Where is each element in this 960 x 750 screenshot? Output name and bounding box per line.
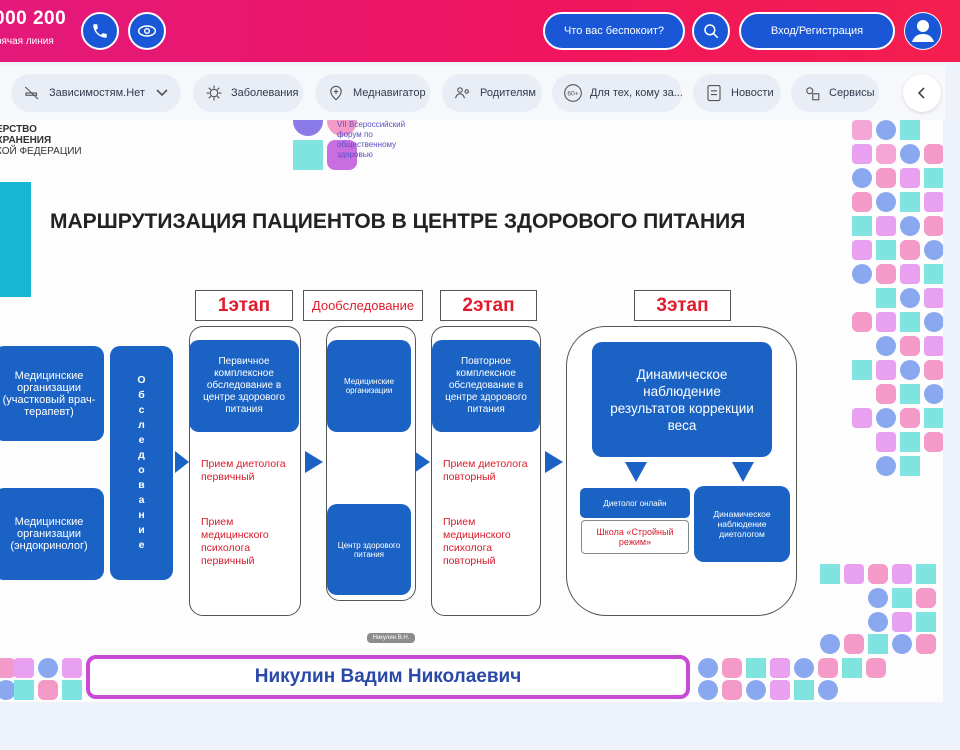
arrow-right-4 bbox=[545, 451, 563, 473]
symptom-checker-button[interactable]: Что вас беспокоит? bbox=[543, 12, 685, 50]
category-nav: Зависимостям.Нет Заболевания Меднавигато… bbox=[0, 66, 945, 120]
nav-news[interactable]: Новости bbox=[693, 74, 781, 112]
nav-diseases[interactable]: Заболевания bbox=[193, 74, 303, 112]
map-pin-icon bbox=[325, 82, 347, 104]
school-box: Школа «Стройный режим» bbox=[581, 520, 689, 554]
chevron-down-icon bbox=[156, 89, 168, 97]
nav-mednavigator[interactable]: Меднавигатор bbox=[315, 74, 430, 112]
ministry-logo-text: ЕРСТВО ХРАНЕНИЯ КОЙ ФЕДЕРАЦИИ bbox=[0, 124, 82, 157]
no-smoking-icon bbox=[21, 82, 43, 104]
nav-label: Новости bbox=[731, 87, 774, 99]
nav-seniors[interactable]: 60+ Для тех, кому за... bbox=[552, 74, 682, 112]
stage-3-main-box: Динамическое наблюдение результатов корр… bbox=[592, 342, 772, 457]
extra-exam-org-box: Медицинские организации bbox=[327, 340, 411, 432]
stage-2-label: 2этап bbox=[440, 290, 537, 321]
arrow-down-2 bbox=[732, 462, 754, 482]
login-button[interactable]: Вход/Регистрация bbox=[739, 12, 895, 50]
nav-scroll-left-button[interactable] bbox=[903, 74, 941, 112]
arrow-down-1 bbox=[625, 462, 647, 482]
stage-2-exam-box: Повторное комплексное обследование в цен… bbox=[432, 340, 540, 432]
user-icon bbox=[905, 13, 941, 49]
stage-1-exam-box: Первичное комплексное обследование в цен… bbox=[189, 340, 299, 432]
search-button[interactable] bbox=[692, 12, 730, 50]
slide-title: МАРШРУТИЗАЦИЯ ПАЦИЕНТОВ В ЦЕНТРЕ ЗДОРОВО… bbox=[50, 210, 746, 233]
svg-text:60+: 60+ bbox=[567, 91, 578, 98]
stage-1-psychologist: Прием медицинского психолога первичный bbox=[201, 516, 269, 567]
dynamic-observation-box: Динамическое наблюдение диетологом bbox=[694, 486, 790, 562]
arrow-right-1 bbox=[175, 451, 189, 473]
stage-3-label: 3этап bbox=[634, 290, 731, 321]
nav-label: Зависимостям.Нет bbox=[49, 87, 145, 99]
hotline-phone[interactable]: 000 200 bbox=[0, 8, 67, 29]
title-accent-bar bbox=[0, 182, 31, 297]
services-icon bbox=[801, 82, 823, 104]
top-header: 000 200 рячая линия Что вас беспокоит? В… bbox=[0, 0, 960, 62]
nav-parents[interactable]: Родителям bbox=[442, 74, 542, 112]
60-plus-icon: 60+ bbox=[562, 82, 584, 104]
extra-exam-center-box: Центр здорового питания bbox=[327, 504, 411, 595]
speaker-name-banner: Никулин Вадим Николаевич bbox=[86, 655, 690, 699]
forum-title: VII Всероссийский форум по общественному… bbox=[337, 120, 406, 159]
eye-icon bbox=[137, 25, 157, 37]
news-icon bbox=[703, 82, 725, 104]
arrow-right-3 bbox=[414, 451, 430, 473]
org-therapist-box: Медицинские организации (участковый врач… bbox=[0, 346, 104, 441]
nav-label: Для тех, кому за... bbox=[590, 87, 682, 99]
profile-avatar[interactable] bbox=[904, 12, 942, 50]
phone-icon bbox=[93, 24, 107, 38]
video-slide[interactable]: ЕРСТВО ХРАНЕНИЯ КОЙ ФЕДЕРАЦИИ VII Всерос… bbox=[0, 120, 943, 702]
nav-services[interactable]: Сервисы bbox=[791, 74, 879, 112]
arrow-right-2 bbox=[305, 451, 323, 473]
stage-2-psychologist: Прием медицинского психолога повторный bbox=[443, 516, 511, 567]
hotline-label: рячая линия bbox=[0, 36, 54, 47]
stage-1-dietolog: Прием диетолога первичный bbox=[201, 458, 286, 483]
nav-addictions[interactable]: Зависимостям.Нет bbox=[11, 74, 181, 112]
nav-label: Сервисы bbox=[829, 87, 875, 99]
chevron-left-icon bbox=[917, 87, 925, 99]
search-icon bbox=[704, 24, 719, 39]
accessibility-button[interactable] bbox=[128, 12, 166, 50]
org-endo-box: Медицинские организации (эндокринолог) bbox=[0, 488, 104, 580]
nav-label: Меднавигатор bbox=[353, 87, 426, 99]
call-button[interactable] bbox=[81, 12, 119, 50]
speaker-tag: Никулин В.Н. bbox=[367, 633, 415, 643]
nav-label: Родителям bbox=[480, 87, 536, 99]
stage-2-dietolog: Прием диетолога повторный bbox=[443, 458, 528, 483]
nav-label: Заболевания bbox=[231, 87, 299, 99]
stage-1-label: 1этап bbox=[195, 290, 293, 321]
dietolog-online-box: Диетолог онлайн bbox=[580, 488, 690, 518]
parents-icon bbox=[452, 82, 474, 104]
virus-icon bbox=[203, 82, 225, 104]
extra-exam-label: Дообследование bbox=[303, 290, 423, 321]
